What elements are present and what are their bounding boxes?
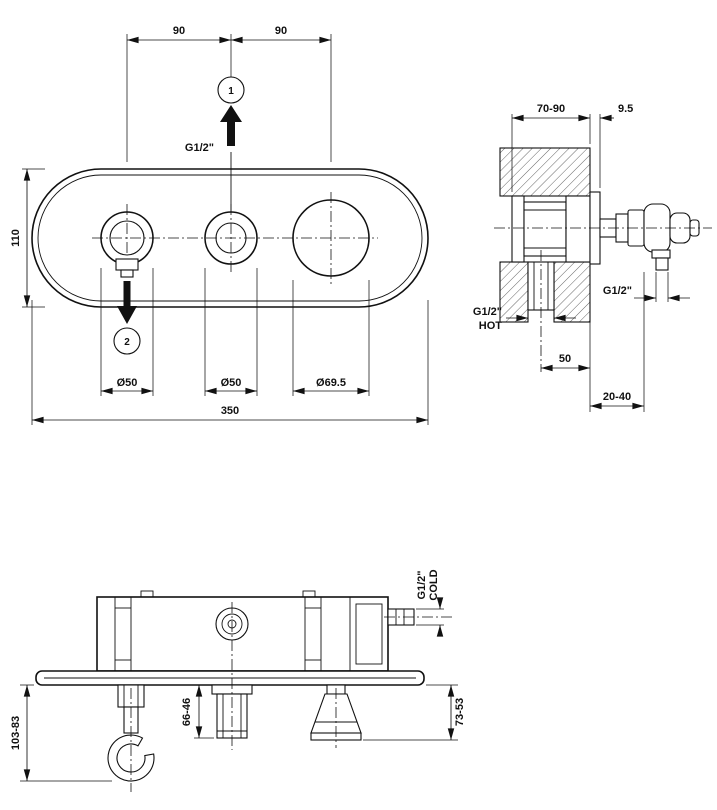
flow-arrow-down xyxy=(117,281,137,324)
body-block xyxy=(355,603,383,665)
thread-outlet-label: G1/2" xyxy=(603,285,632,297)
thread-hot-label: G1/2" xyxy=(473,306,502,318)
dim-103-83-label: 103-83 xyxy=(10,716,22,750)
callout-1-balloon xyxy=(217,76,245,104)
dim-20-40-label: 20-40 xyxy=(603,391,631,403)
callout-2-balloon xyxy=(113,327,141,355)
valve-cartridge xyxy=(565,195,591,263)
dim-90-right-label: 90 xyxy=(275,25,287,37)
dim-110-label: 110 xyxy=(10,229,22,247)
callout-2-label: 2 xyxy=(124,337,130,348)
dim-350-label: 350 xyxy=(221,405,239,417)
handshower-holder-ring xyxy=(107,734,155,782)
dim-73-53-label: 73-53 xyxy=(454,698,466,726)
cold-label: COLD xyxy=(428,569,440,600)
handle-lever-tab xyxy=(115,258,139,271)
wall-section-bottom-right xyxy=(553,261,591,323)
thread-cold-label: G1/2" xyxy=(416,570,428,599)
flow-arrow-up xyxy=(220,105,242,146)
dia-50-mid-label: Ø50 xyxy=(221,377,242,389)
dim-70-90-label: 70-90 xyxy=(537,103,565,115)
top-port-mid xyxy=(221,613,243,635)
hot-label: HOT xyxy=(479,320,503,332)
valve-back-flange xyxy=(511,195,525,263)
mounting-tab xyxy=(302,590,316,598)
bottom-view: G1/2" COLD 103-83 66-46 73-53 xyxy=(10,569,466,792)
dim-90-left-label: 90 xyxy=(173,25,185,37)
dia-50-left-label: Ø50 xyxy=(117,377,138,389)
valve-body xyxy=(523,201,567,257)
front-view: 90 90 110 350 Ø50 Ø50 Ø69.5 G1/2" 1 2 xyxy=(10,25,429,425)
mounting-plate-inner-edge xyxy=(37,174,423,302)
outlet-flange xyxy=(651,249,671,259)
mounting-tab xyxy=(140,590,154,598)
outlet-thread xyxy=(655,257,669,271)
dim-50-label: 50 xyxy=(559,353,571,365)
thread-top-label: G1/2" xyxy=(185,142,214,154)
side-view: 70-90 9.5 G1/2" G1/2" HOT 50 20-40 xyxy=(473,103,712,412)
handle-lever-tip xyxy=(120,269,134,278)
dia-69-label: Ø69.5 xyxy=(316,377,346,389)
dim-9-5-label: 9.5 xyxy=(618,103,633,115)
wall-section-bottom-left xyxy=(499,261,529,323)
callout-1-label: 1 xyxy=(228,86,234,97)
wall-section-top xyxy=(499,147,591,197)
dim-66-46-label: 66-46 xyxy=(181,698,193,726)
